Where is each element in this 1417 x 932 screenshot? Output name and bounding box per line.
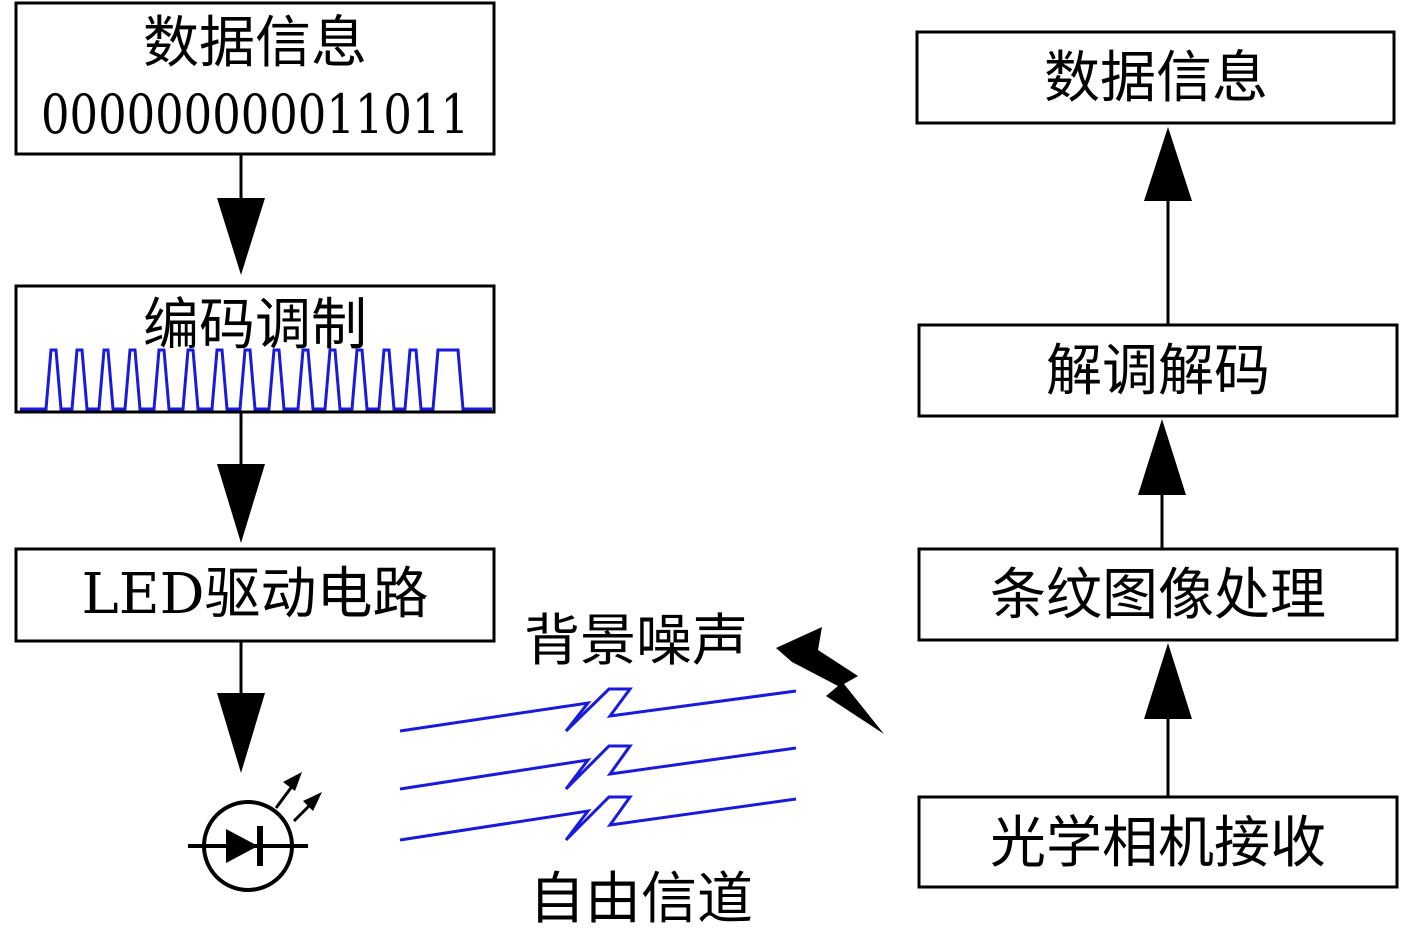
receiver-data-info-box — [915, 30, 1396, 125]
led-driver-box — [14, 547, 496, 643]
demod-decode-box — [917, 323, 1399, 418]
background-noise-label: 背景噪声 — [524, 609, 748, 674]
stripe-image-processing-label: 条纹图像处理 — [990, 563, 1326, 628]
receiver-data-info-label: 数据信息 — [1044, 46, 1268, 111]
arrow-camera-to-image — [1144, 643, 1192, 797]
arrow-demod-to-data — [1144, 127, 1192, 325]
modulation-label: 编码调制 — [143, 293, 367, 358]
demod-decode-label: 解调解码 — [1046, 339, 1270, 404]
arrow-data-to-modulation — [217, 154, 265, 275]
camera-receive-box — [917, 795, 1399, 889]
light-signal-beams — [399, 687, 797, 842]
arrow-driver-to-led — [217, 641, 265, 773]
stripe-image-processing-box — [917, 547, 1399, 642]
arrow-image-to-demod — [1138, 419, 1186, 549]
led-icon — [188, 772, 322, 892]
free-channel-label: 自由信道 — [529, 867, 753, 928]
modulation-waveform — [20, 348, 492, 411]
data-info-box — [14, 1, 496, 156]
camera-receive-label: 光学相机接收 — [990, 811, 1326, 876]
led-driver-label: LED驱动电路 — [82, 562, 429, 627]
arrow-modulation-to-driver — [217, 412, 265, 543]
data-info-bits: 000000000011011 — [41, 83, 469, 146]
data-info-title: 数据信息 — [143, 11, 367, 76]
lightning-bolt-icon — [776, 627, 884, 734]
